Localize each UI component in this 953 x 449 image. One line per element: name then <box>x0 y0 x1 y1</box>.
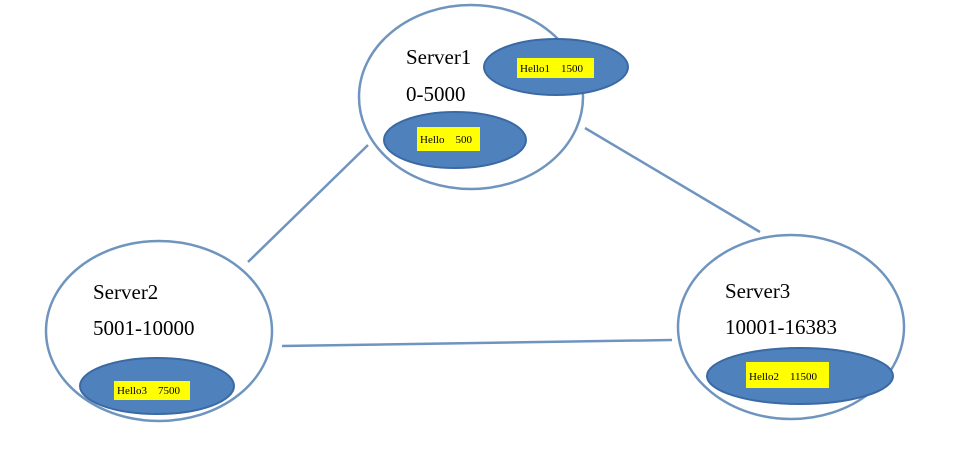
server3-key-hello2: Hello2 11500 <box>706 347 894 405</box>
key-label: Hello 500 <box>420 134 472 146</box>
server3-name: Server3 <box>725 279 790 303</box>
key-label-highlight <box>114 381 190 400</box>
server1-name: Server1 <box>406 45 471 69</box>
key-label-highlight <box>517 58 594 78</box>
server3-range: 10001-16383 <box>725 315 837 339</box>
edge-server2-server3 <box>281 338 673 348</box>
server1-node: Server1 0-5000 Hello1 1500 Hello 500 <box>357 3 629 191</box>
key-label-highlight <box>746 362 829 388</box>
server2-range: 5001-10000 <box>93 316 195 340</box>
key-label: Hello3 7500 <box>117 385 180 397</box>
edge-server1-server2 <box>247 144 369 263</box>
server1-key-hello1: Hello1 1500 <box>483 38 629 96</box>
server2-node: Server2 5001-10000 Hello3 7500 <box>44 239 274 423</box>
server1-range: 0-5000 <box>406 82 466 106</box>
server1-key-hello: Hello 500 <box>383 111 527 169</box>
key-label: Hello2 11500 <box>749 371 818 383</box>
server2-name: Server2 <box>93 280 158 304</box>
edge-server1-server3 <box>584 126 761 234</box>
server3-node: Server3 10001-16383 Hello2 11500 <box>676 233 906 421</box>
key-label-highlight <box>417 127 480 151</box>
server2-key-hello3: Hello3 7500 <box>79 357 235 415</box>
key-label: Hello1 1500 <box>520 63 583 75</box>
